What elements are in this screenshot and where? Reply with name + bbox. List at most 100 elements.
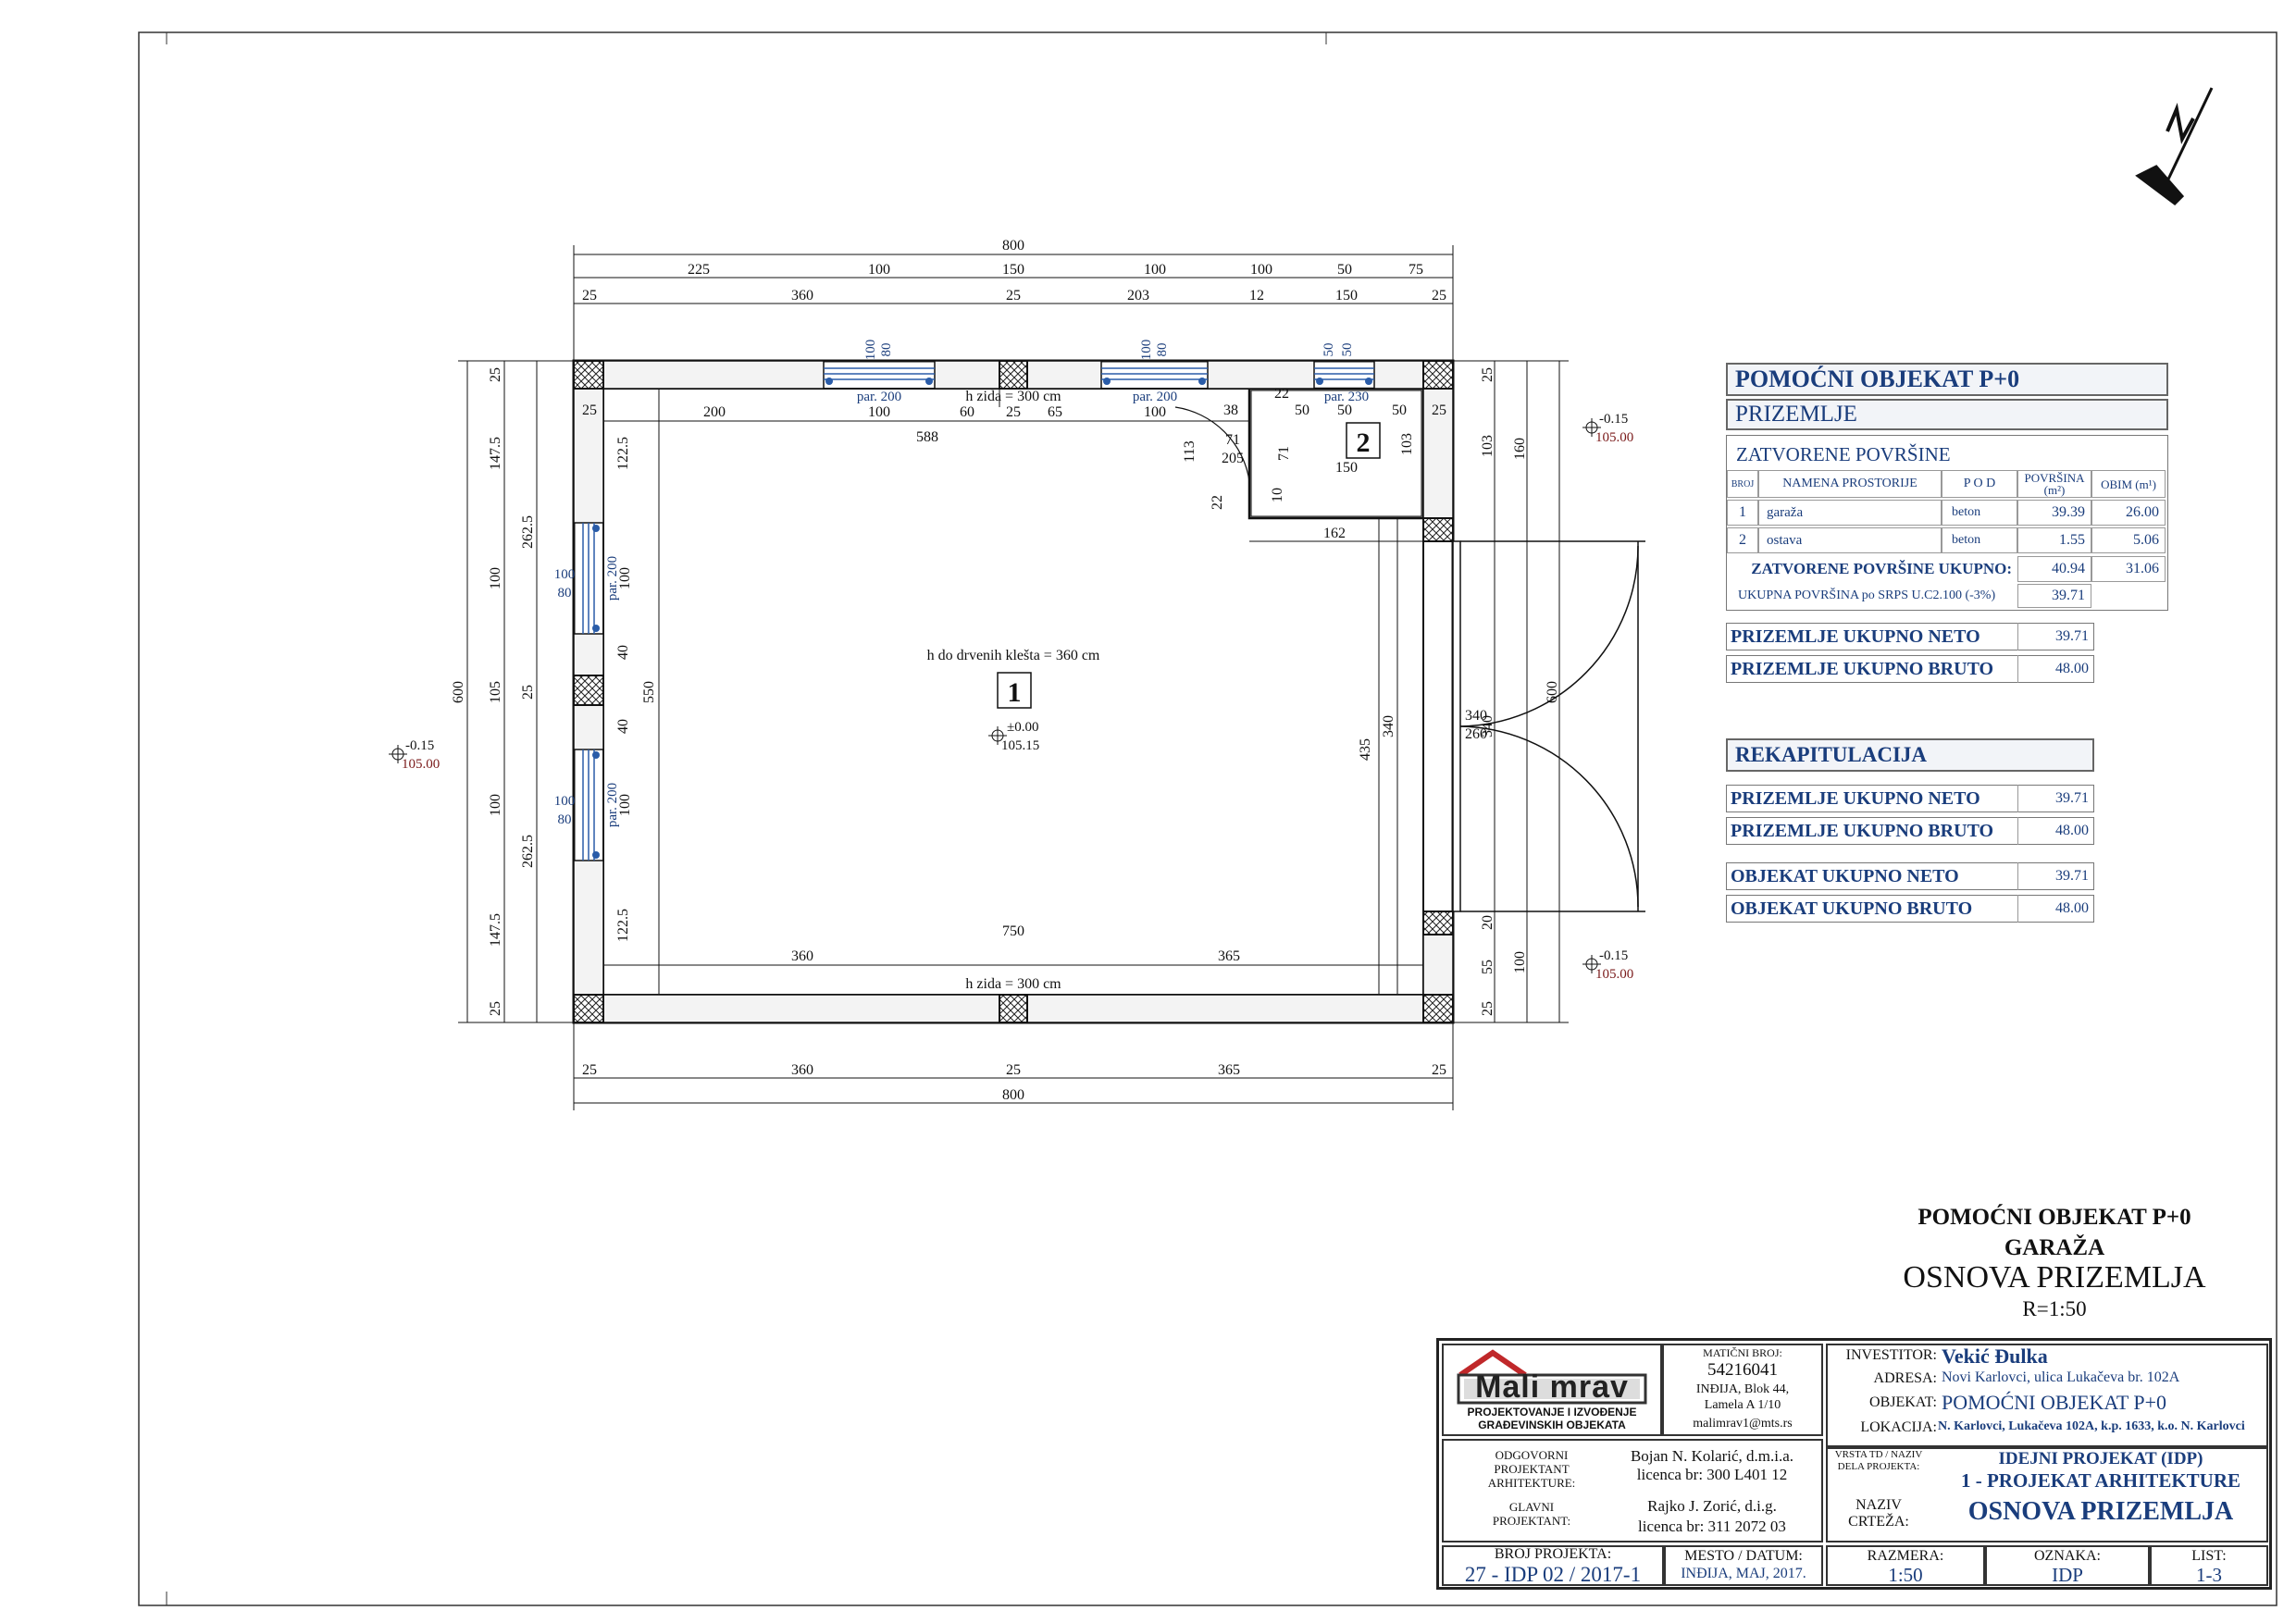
dim-int-25: 25 xyxy=(1006,404,1021,420)
dim-int-38: 38 xyxy=(1223,403,1238,418)
svg-text:105.00: 105.00 xyxy=(1595,430,1633,445)
svg-text:105.00: 105.00 xyxy=(1595,967,1633,982)
dim-left-147b: 147.5 xyxy=(488,913,503,947)
window1-w: 100 xyxy=(863,340,878,361)
investor-label: INVESTITOR: xyxy=(1845,1347,1937,1363)
object-value: POMOĆNI OBJEKAT P+0 xyxy=(1942,1391,2167,1414)
scale-value: 1:50 xyxy=(1888,1564,1923,1586)
dim-top-100c: 100 xyxy=(1250,262,1272,278)
dim-int-71a: 71 xyxy=(1225,432,1240,448)
window4-h: 80 xyxy=(558,586,572,601)
dim-int-100b: 100 xyxy=(1144,404,1166,420)
row1-perim: 26.00 xyxy=(2091,500,2166,526)
address-label: ADRESA: xyxy=(1873,1370,1937,1386)
dim-left-147a: 147.5 xyxy=(488,437,503,470)
location-label: LOKACIJA: xyxy=(1860,1419,1937,1435)
title-block xyxy=(1436,1338,2272,1590)
window2-h: 80 xyxy=(1155,343,1170,357)
svg-text:-0.15: -0.15 xyxy=(1599,412,1628,427)
room1-label: 1 xyxy=(1008,677,1022,708)
dim-top-150: 150 xyxy=(1002,262,1024,278)
window1-h: 80 xyxy=(879,343,894,357)
dim-right-25a: 25 xyxy=(1480,367,1496,382)
bruto-value: 48.00 xyxy=(2017,655,2094,683)
main-label: GLAVNI PROJEKTANT: xyxy=(1492,1500,1571,1528)
svg-text:105.00: 105.00 xyxy=(402,757,440,772)
recap-row4-value: 48.00 xyxy=(2017,895,2094,923)
td-value2: 1 - PROJEKAT ARHITEKTURE xyxy=(1960,1469,2241,1492)
investor-value: Vekić Đulka xyxy=(1942,1344,2048,1368)
dim-int-100a: 100 xyxy=(868,404,890,420)
company-email: malimrav1@mts.rs xyxy=(1693,1417,1793,1431)
address-value: Novi Karlovci, ulica Lukačeva br. 102A xyxy=(1942,1369,2180,1385)
window3-w: 50 xyxy=(1322,343,1336,357)
row1-area: 39.39 xyxy=(2017,500,2091,526)
dim-top-100b: 100 xyxy=(1144,262,1166,278)
row2-area: 1.55 xyxy=(2017,527,2091,553)
room1-tag: 1 xyxy=(997,672,1032,709)
sheet-frame xyxy=(138,31,2277,1606)
window4-par: par. 200 xyxy=(605,556,620,601)
door-dim-260: 260 xyxy=(1465,726,1487,742)
dim-left-25b: 25 xyxy=(488,1001,503,1016)
window4-w: 100 xyxy=(554,567,576,582)
dim-left-262a: 262.5 xyxy=(520,515,536,549)
window5-w: 100 xyxy=(554,794,576,809)
srps-value: 39.71 xyxy=(2017,584,2091,608)
proj-no-value: 27 - IDP 02 / 2017-1 xyxy=(1464,1563,1642,1586)
address-line2: Lamela A 1/10 xyxy=(1704,1398,1781,1412)
window5-par: par. 200 xyxy=(605,783,620,827)
row2-floor: beton xyxy=(1942,527,2017,553)
window5-h: 80 xyxy=(558,812,572,827)
total-label: ZATVORENE POVRŠINE UKUPNO: xyxy=(1751,560,2012,577)
area-section-title: ZATVORENE POVRŠINE xyxy=(1736,442,1951,465)
dim-int-365: 365 xyxy=(1218,948,1240,964)
neto-label: PRIZEMLJE UKUPNO NETO xyxy=(1731,626,1980,647)
door-dim-340: 340 xyxy=(1465,708,1487,724)
resp-label: ODGOVORNI PROJEKTANT ARHITEKTURE: xyxy=(1487,1448,1576,1490)
wall-height-bottom: h zida = 300 cm xyxy=(965,976,1061,992)
recap-row2-value: 48.00 xyxy=(2017,817,2094,845)
dim-int-10: 10 xyxy=(1270,488,1285,502)
dim-left-550: 550 xyxy=(641,681,657,703)
sheet-label: LIST: xyxy=(2191,1548,2227,1564)
dim-int-162: 162 xyxy=(1323,526,1346,541)
row1-name: garaža xyxy=(1758,500,1942,526)
dim-bottom-25c: 25 xyxy=(1432,1062,1446,1078)
dim-right-600: 600 xyxy=(1545,681,1560,703)
scale-label: RAZMERA: xyxy=(1867,1548,1944,1564)
dim-top3-25b: 25 xyxy=(1006,288,1021,304)
td-label: VRSTA TD / NAZIV DELA PROJEKTA: xyxy=(1834,1449,1923,1472)
wall-height-top: h zida = 300 cm xyxy=(965,389,1061,404)
area-table-subtitle: PRIZEMLJE xyxy=(1726,399,2168,430)
location-value: N. Karlovci, Lukačeva 102A, k.p. 1633, k… xyxy=(1938,1419,2245,1433)
dim-left-262b: 262.5 xyxy=(520,835,536,868)
dim-int-750: 750 xyxy=(1002,923,1024,939)
recap-row4-label: OBJEKAT UKUPNO BRUTO xyxy=(1731,898,1973,919)
neto-value: 39.71 xyxy=(2017,623,2094,650)
dim-left-40b: 40 xyxy=(615,719,631,734)
row2-num: 2 xyxy=(1727,527,1758,553)
svg-text:105.15: 105.15 xyxy=(1001,738,1039,753)
dim-left-100b: 100 xyxy=(488,794,503,816)
dim-int-435: 435 xyxy=(1358,738,1373,761)
garage-door xyxy=(1378,518,1645,995)
main-license: licenca br: 311 2072 03 xyxy=(1638,1518,1786,1535)
dim-int-113: 113 xyxy=(1182,440,1198,462)
dim-bottom-25a: 25 xyxy=(582,1062,597,1078)
mark-label: OZNAKA: xyxy=(2034,1548,2101,1564)
level-marker-left: -0.15 105.00 xyxy=(389,738,440,772)
row2-name: ostava xyxy=(1758,527,1942,553)
dim-int-103: 103 xyxy=(1399,433,1415,455)
address-line1: INĐIJA, Blok 44, xyxy=(1695,1382,1790,1396)
level-marker-center: ±0.00 105.15 xyxy=(988,720,1039,753)
dim-int-22: 22 xyxy=(1274,386,1289,402)
dim-top3-25a: 25 xyxy=(582,288,597,304)
drawing-scale: R=1:50 xyxy=(2022,1297,2087,1320)
svg-text:-0.15: -0.15 xyxy=(1599,948,1628,963)
drawing-title-3: OSNOVA PRIZEMLJA xyxy=(1903,1260,2206,1295)
drawing-value: OSNOVA PRIZEMLJA xyxy=(1967,1497,2234,1526)
dim-top3-150: 150 xyxy=(1335,288,1358,304)
dim-left-105: 105 xyxy=(488,681,503,703)
place-value: INĐIJA, MAJ, 2017. xyxy=(1681,1566,1806,1581)
